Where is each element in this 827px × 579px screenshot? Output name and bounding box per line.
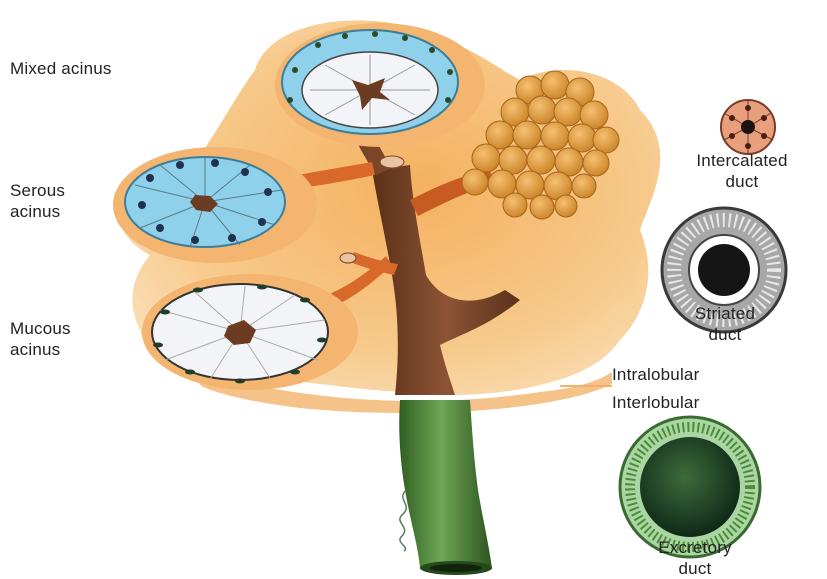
label-striated-duct: Striated duct (660, 303, 790, 345)
label-mucous-acinus: Mucous acinus (10, 318, 71, 360)
intercalated-duct-section (721, 100, 775, 154)
label-mixed-acinus: Mixed acinus (10, 58, 112, 79)
artist-signature (376, 485, 436, 555)
excretory-duct-section (620, 417, 760, 557)
label-intralobular: Intralobular (612, 364, 699, 385)
mixed-acinus-section (275, 23, 485, 147)
label-interlobular: Interlobular (612, 392, 699, 413)
serous-acinus-section (113, 147, 317, 263)
mucous-acinus-section (142, 274, 358, 390)
label-excretory-duct: Excretory duct (630, 537, 760, 579)
label-intercalated-duct: Intercalated duct (672, 150, 812, 192)
label-serous-acinus: Serous acinus (10, 180, 65, 222)
